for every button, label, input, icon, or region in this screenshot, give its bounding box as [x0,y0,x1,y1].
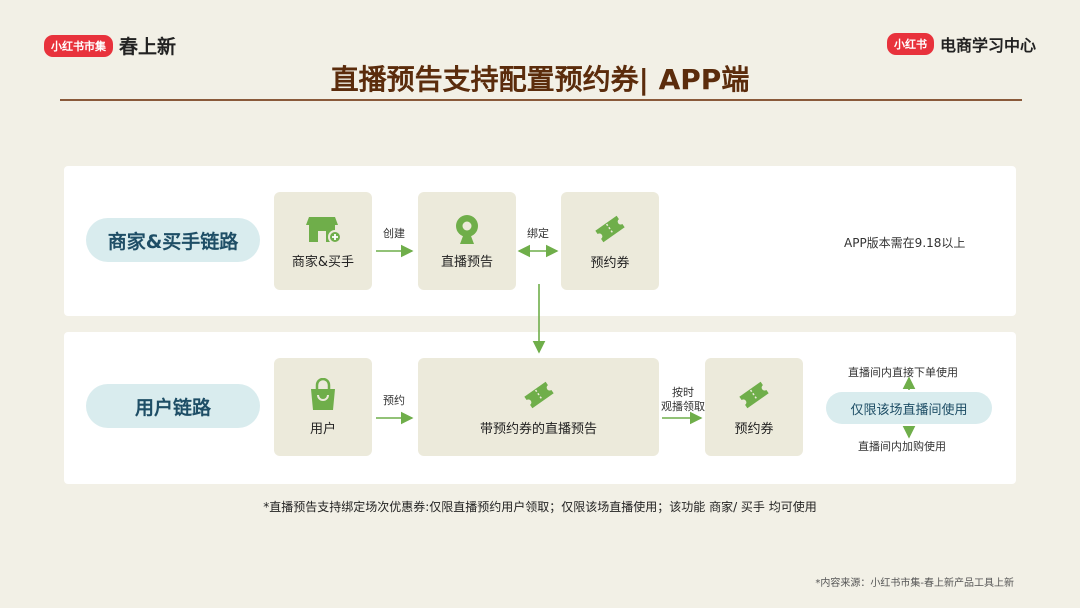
coupon-ticket-icon [739,381,769,408]
node-user-label: 用户 [309,421,336,437]
node-live-preview: 直播预告 [418,192,516,290]
usage-scope-pill: 仅限该场直播间使用 [826,392,992,424]
node-live-preview-label: 直播预告 [440,254,493,270]
arrow-create-label: 创建 [383,227,405,240]
page-title: 直播预告支持配置预约券| APP端 [330,63,750,96]
source-note: *内容来源：小红书市集-春上新产品工具上新 [815,578,1014,589]
brand-left-text: 春上新 [119,36,177,58]
merchant-chain-pill: 商家&买手链路 [86,218,260,262]
title-divider [60,99,1022,101]
coupon-ticket-icon [523,381,554,408]
user-chain-pill: 用户链路 [86,384,260,428]
brand-right-text: 电商学习中心 [939,36,1036,55]
arrow-reserve-label: 预约 [383,394,405,407]
arrow-watch-label: 按时 观播领取 [660,386,706,414]
version-note: APP版本需在9.18以上 [844,236,966,250]
brand-right: 小红书 电商学习中心 [886,32,1036,56]
brand-logo-badge-right: 小红书 [886,33,934,55]
shopping-bag-icon [311,377,335,410]
node-user-coupon-label: 预约券 [734,421,774,437]
node-coupon-label: 预约券 [590,255,630,271]
brand-left: 小红书市集 春上新 [44,32,176,59]
node-preview-with-coupon-label: 带预约券的直播预告 [479,421,597,437]
footnote: *直播预告支持绑定场次优惠券:仅限直播预约用户领取；仅限该场直播使用；该功能 商… [263,500,817,514]
node-user: 用户 [274,358,372,456]
arrow-watch-label-line2: 观播领取 [661,400,705,413]
usage-top-note: 直播间内直接下单使用 [848,366,958,379]
node-merchant: 商家&买手 [274,192,372,290]
usage-bottom-note: 直播间内加购使用 [858,440,946,453]
arrow-bind-label: 绑定 [527,227,549,240]
node-coupon: 预约券 [561,192,659,290]
webcam-icon [456,214,478,244]
arrow-watch-label-line1: 按时 [672,386,694,399]
node-merchant-label: 商家&买手 [291,254,355,270]
node-preview-with-coupon: 带预约券的直播预告 [418,358,659,456]
store-icon [306,216,341,244]
coupon-ticket-icon [595,215,625,242]
brand-logo-badge: 小红书市集 [44,34,113,57]
node-user-coupon: 预约券 [705,358,803,456]
